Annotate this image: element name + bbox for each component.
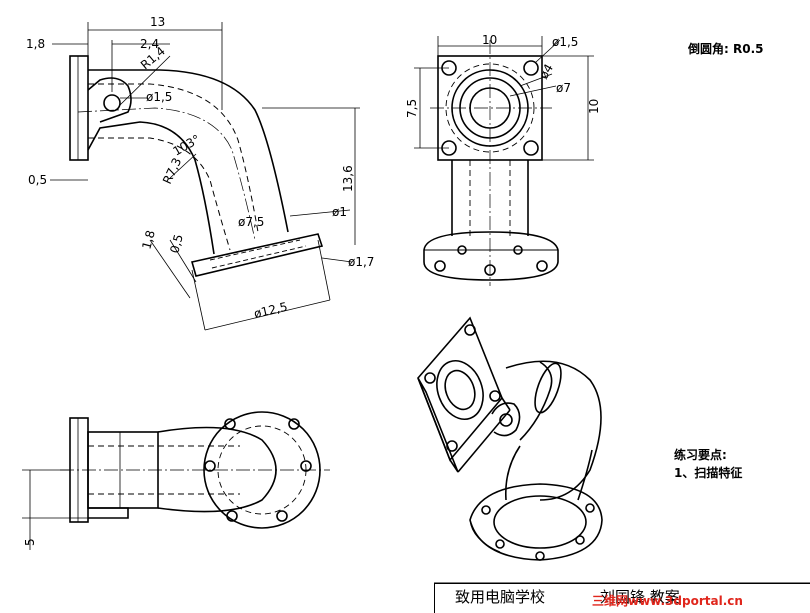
author-name: 刘国锋 教案 (600, 588, 680, 606)
dim-side-10-top: 10 (482, 33, 497, 47)
practice-point-item: 1、扫描特征 (674, 466, 743, 480)
dim-top-5: 5 (23, 538, 37, 546)
side-view (423, 40, 559, 286)
top-dimension-lines (22, 469, 88, 550)
watermark-text: 三维网www.3dportal.cn (592, 594, 743, 608)
dim-13-6: 13,6 (341, 165, 355, 192)
dim-0-5: 0,5 (28, 173, 47, 187)
dim-angle-103: 103° (171, 132, 203, 159)
dim-dia12-5: ø12,5 (253, 300, 289, 321)
school-name: 致用电脑学校 (455, 588, 546, 606)
dim-1-8b: 1,8 (139, 229, 157, 251)
practice-points-title: 练习要点: (674, 448, 727, 462)
dim-dia7-5: ø7,5 (238, 215, 264, 229)
dim-dia1-7: ø1,7 (348, 255, 374, 269)
dim-0-5b: 0,5 (167, 233, 185, 255)
dim-side-7-5: 7,5 (405, 99, 419, 118)
top-view (60, 411, 330, 529)
front-view (69, 55, 324, 277)
dim-2-4: 2,4 (140, 37, 159, 51)
side-dimension-lines (414, 36, 594, 161)
dim-side-dia4: ø4 (536, 62, 556, 82)
dim-dia1: ø1 (332, 205, 347, 219)
dim-dia1-5: ø1,5 (146, 90, 172, 104)
dim-1-8: 1,8 (26, 37, 45, 51)
dim-13: 13 (150, 15, 165, 29)
dim-side-dia7: ø7 (556, 81, 571, 95)
title-block: 致用电脑学校 刘国锋 教案 (434, 583, 810, 613)
isometric-view (417, 316, 603, 561)
fillet-note: 倒圆角: R0.5 (688, 42, 764, 56)
dim-side-dia1-5: ø1,5 (552, 35, 578, 49)
side-dimension-text: 10 ø1,5 ø4 ø7 7,5 10 (405, 33, 601, 118)
dim-side-10-right: 10 (587, 99, 601, 114)
dim-r7-3: R7,3 (160, 155, 184, 186)
front-dimension-lines (50, 22, 360, 331)
